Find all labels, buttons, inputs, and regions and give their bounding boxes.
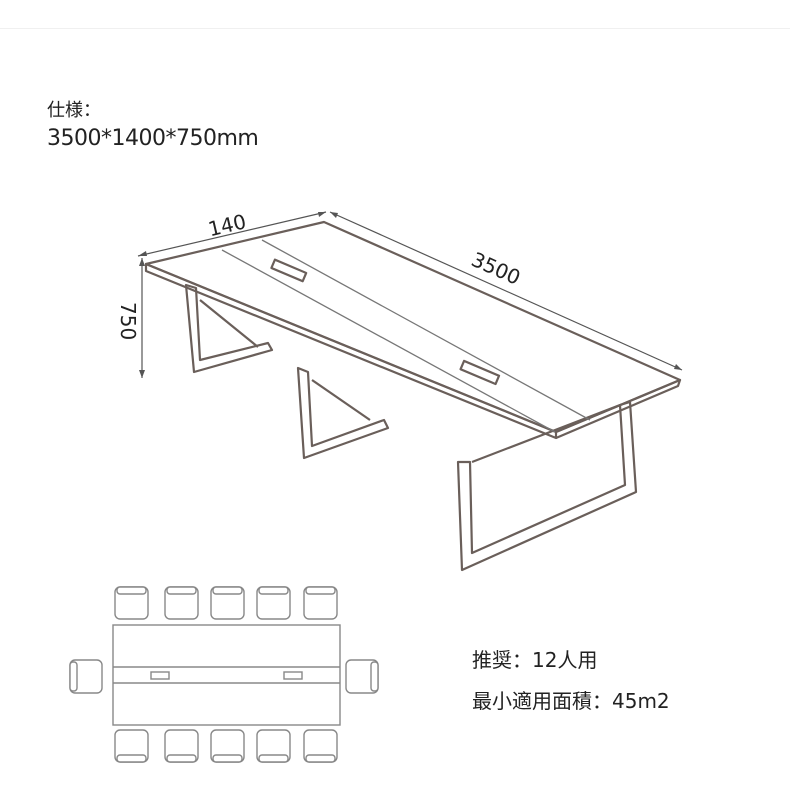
table-top — [144, 220, 682, 434]
table-3d-drawing — [144, 220, 682, 572]
chairs-bottom — [114, 729, 338, 763]
dim-length-label: 3500 — [468, 247, 524, 290]
plan-table — [112, 624, 341, 726]
chairs-top — [114, 586, 338, 620]
recommended-capacity: 推奨：12人用 — [472, 648, 598, 672]
center-strip — [221, 249, 556, 433]
divider — [0, 28, 790, 29]
middle-leg — [296, 366, 390, 460]
left-leg — [184, 283, 274, 374]
plan-grommet-1 — [150, 671, 170, 680]
spec-value: 3500*1400*750mm — [47, 126, 259, 151]
dim-height-label: 750 — [116, 302, 140, 340]
grommet-1 — [270, 258, 308, 283]
chairs-ends — [69, 659, 379, 694]
dim-width-label: 140 — [206, 209, 249, 241]
minimum-area: 最小適用面積：45m2 — [472, 689, 670, 713]
plan-grommet-2 — [283, 671, 303, 680]
floor-plan — [69, 586, 379, 763]
spec-label: 仕様： — [47, 100, 101, 121]
grommet-2 — [459, 359, 501, 386]
